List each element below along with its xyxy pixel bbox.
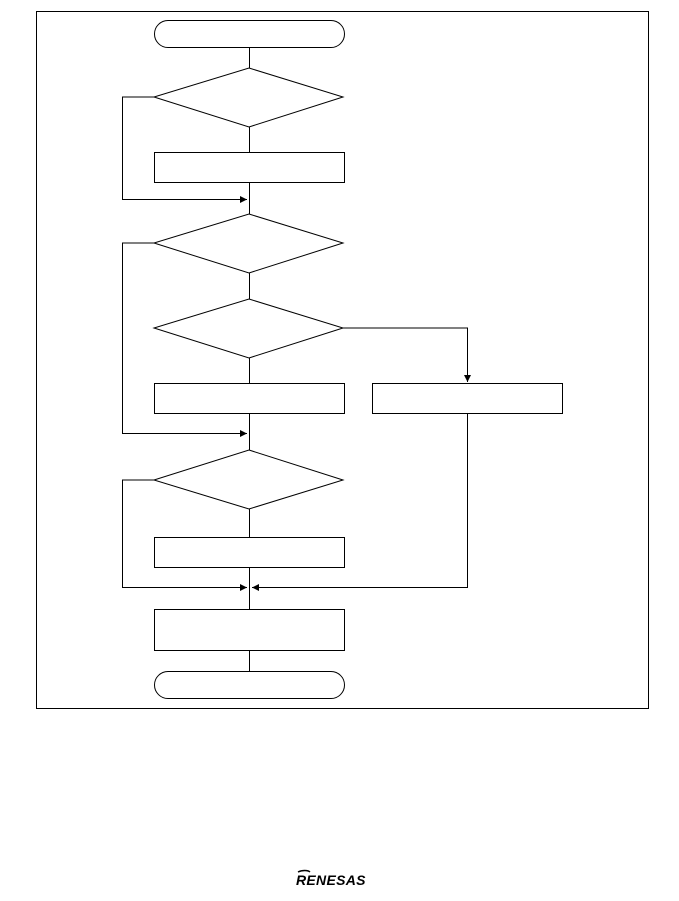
end-terminator: [154, 671, 345, 699]
branch-decision-3-to-process-3: [343, 327, 471, 382]
decision-4-diamond: [152, 449, 345, 510]
return-process-3-to-process-5: [252, 414, 468, 591]
decision-1-diamond: [152, 67, 345, 128]
bypass-decision-1: [122, 96, 247, 203]
process-5-box: [154, 609, 345, 651]
renesas-logo: RENESAS: [296, 869, 366, 888]
process-3-box: [372, 383, 563, 414]
process-2-box: [154, 383, 345, 414]
decision-3-diamond: [152, 298, 345, 359]
logo-text: RENESAS: [296, 872, 366, 888]
process-4-box: [154, 537, 345, 568]
bypass-decision-4: [122, 479, 247, 591]
diagram-border: [36, 11, 649, 709]
decision-2-diamond: [152, 213, 345, 274]
bypass-decision-2: [122, 242, 247, 437]
start-terminator: [154, 20, 345, 48]
process-1-box: [154, 152, 345, 183]
